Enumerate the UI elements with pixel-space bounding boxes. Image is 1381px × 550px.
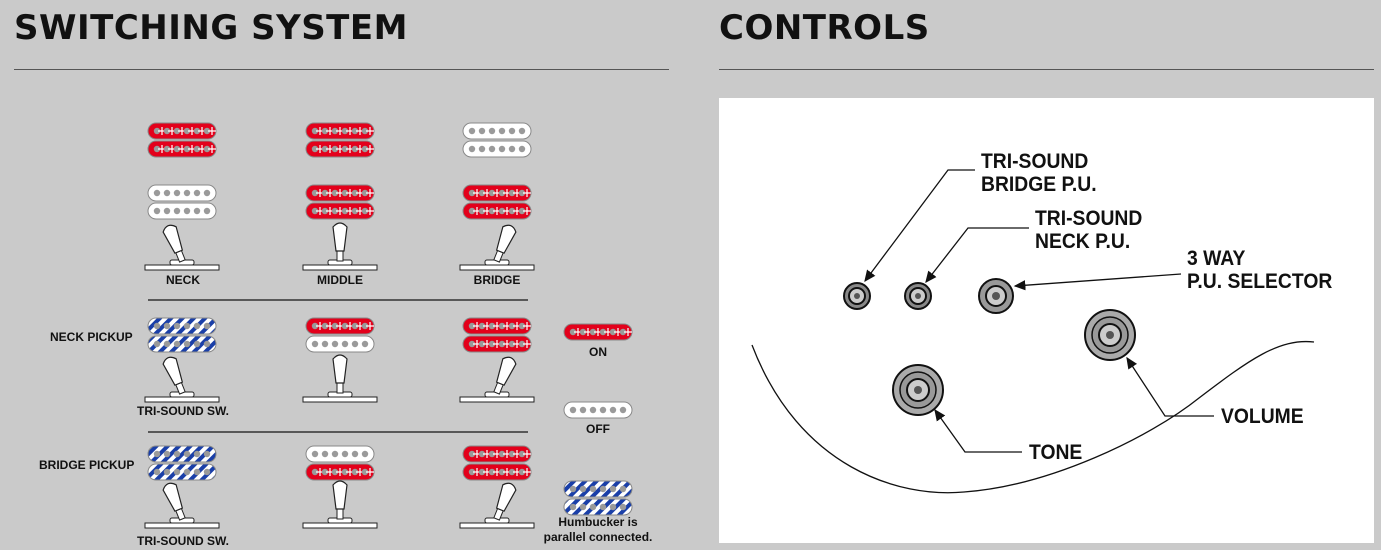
volume-pointer-arrow (1126, 356, 1214, 417)
tone-knob (892, 364, 944, 416)
selector-label-bridge: BRIDGE (473, 273, 521, 287)
selector-label-middle: MIDDLE (317, 273, 363, 287)
pickup-coil-off (462, 122, 532, 140)
selector-label-neck: NECK (165, 273, 201, 287)
pickup-coil-off (305, 335, 375, 353)
switching-divider (14, 69, 669, 70)
bridge-pointer-arrow (864, 169, 975, 283)
selector-pointer-arrow (1013, 273, 1182, 291)
pickup-coil-on (462, 445, 532, 463)
label-line: TRI-SOUND (981, 150, 1089, 173)
pickup-coil-on (563, 323, 633, 341)
row-label-bridge-pickup: BRIDGE PICKUP (39, 458, 135, 472)
toggle-switch-center (302, 354, 378, 403)
label-line: P.U. SELECTOR (1187, 270, 1333, 293)
legend-off-label: OFF (586, 422, 610, 436)
pickup-coil-parallel (563, 498, 633, 516)
pickup-coil-parallel (147, 463, 217, 481)
label-line: 3 WAY (1187, 247, 1246, 270)
label-line: BRIDGE P.U. (981, 173, 1097, 196)
neck-pointer-arrow (925, 227, 1029, 284)
pickup-coil-parallel (147, 335, 217, 353)
toggle-switch-right (459, 356, 535, 403)
tri-sound-label: TRI-SOUND SW. (137, 534, 229, 548)
tri-sound-label: TRI-SOUND SW. (137, 404, 229, 418)
pickup-coil-parallel (563, 480, 633, 498)
pickup-coil-on (462, 202, 532, 220)
toggle-switch-right (459, 482, 535, 529)
volume-knob (1084, 309, 1136, 361)
tri-sound-neck-knob (904, 282, 932, 310)
toggle-switch-center (302, 480, 378, 529)
pickup-coil-on (305, 202, 375, 220)
legend-parallel-label-1: Humbucker is (558, 515, 638, 529)
pickup-coil-off (462, 140, 532, 158)
switching-system-heading: SWITCHING SYSTEM (14, 8, 408, 48)
pickup-coil-on (147, 122, 217, 140)
controls-divider (719, 69, 1374, 70)
toggle-switch-left (144, 482, 220, 529)
pickup-coil-on (305, 140, 375, 158)
pickup-coil-on (305, 463, 375, 481)
pickup-coil-on (462, 463, 532, 481)
toggle-switch-right (459, 224, 535, 271)
tone-label: TONE (1029, 441, 1083, 464)
pickup-coil-off (147, 184, 217, 202)
pickup-coil-off (563, 401, 633, 419)
pickup-coil-on (305, 317, 375, 335)
pickup-selector-knob (978, 278, 1014, 314)
pickup-coil-on (305, 184, 375, 202)
pickup-coil-parallel (147, 317, 217, 335)
pickup-coil-on (305, 122, 375, 140)
pickup-coil-on (462, 184, 532, 202)
toggle-switch-left (144, 356, 220, 403)
controls-heading: CONTROLS (719, 8, 930, 48)
tri-sound-bridge-knob (843, 282, 871, 310)
pickup-coil-on (462, 317, 532, 335)
row-label-neck-pickup: NECK PICKUP (50, 330, 133, 344)
pickup-coil-off (305, 445, 375, 463)
label-line: NECK P.U. (1035, 230, 1131, 253)
legend-on-label: ON (589, 345, 607, 359)
pickup-coil-on (147, 140, 217, 158)
toggle-switch-left (144, 224, 220, 271)
volume-label: VOLUME (1221, 405, 1304, 428)
pickup-coil-off (147, 202, 217, 220)
legend-parallel-label-2: parallel connected. (543, 530, 653, 544)
guitar-body-outline (751, 340, 1315, 494)
switching-diagram (144, 122, 633, 529)
pickup-coil-parallel (147, 445, 217, 463)
toggle-switch-center (302, 222, 378, 271)
label-line: TRI-SOUND (1035, 207, 1143, 230)
tone-pointer-arrow (934, 408, 1022, 453)
pickup-coil-on (462, 335, 532, 353)
